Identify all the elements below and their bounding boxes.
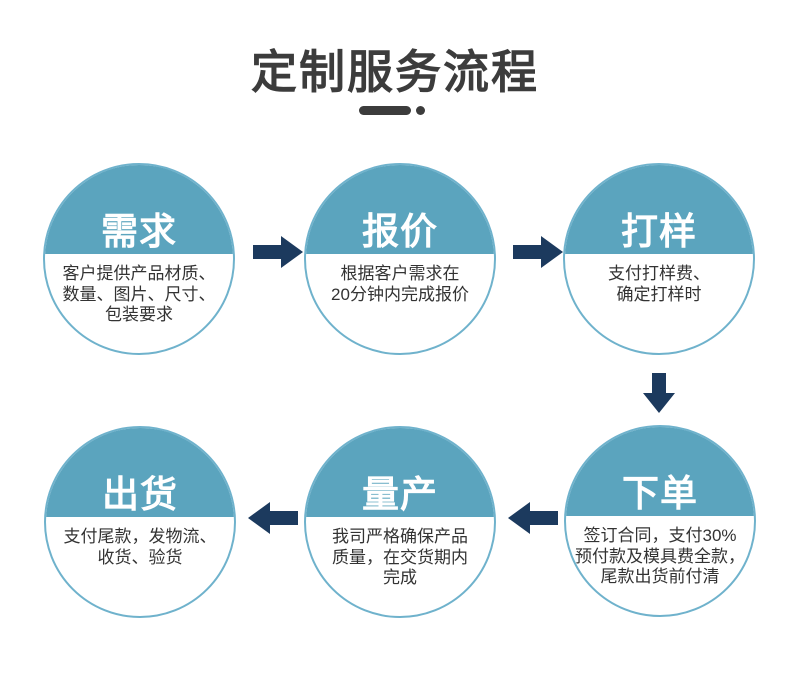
step-description-line: 包装要求 — [105, 305, 173, 325]
page-title: 定制服务流程 — [251, 46, 539, 98]
step-title: 下单 — [622, 473, 698, 514]
step-title: 需求 — [101, 211, 177, 252]
arrow-right-icon — [513, 236, 563, 268]
step-description-line: 20分钟内完成报价 — [331, 284, 469, 304]
step-description: 签订合同，支付30% 预付款及模具费全款， 尾款出货前付清 — [566, 516, 754, 588]
step-description: 客户提供产品材质、 数量、图片、尺寸、 包装要求 — [45, 254, 233, 326]
arrow-down-icon — [643, 373, 675, 413]
step-circle-shipping: 出货 支付尾款，发物流、 收货、验货 — [44, 426, 236, 618]
step-title: 报价 — [362, 211, 438, 252]
arrow-right-icon — [253, 236, 303, 268]
step-circle-sample-header: 打样 — [565, 165, 753, 254]
step-description-line: 支付尾款，发物流、 — [63, 527, 217, 546]
step-description-line: 签订合同，支付30% — [583, 526, 737, 545]
arrow-left-icon — [248, 502, 298, 534]
step-description-line: 支付打样费、 — [608, 264, 710, 283]
title-underline-dot — [416, 106, 425, 115]
step-description-line: 尾款出货前付清 — [600, 567, 720, 587]
arrow-left-icon — [508, 502, 558, 534]
step-description: 支付打样费、 确定打样时 — [565, 254, 753, 305]
step-description-line: 确定打样时 — [616, 284, 702, 304]
step-description: 根据客户需求在 20分钟内完成报价 — [306, 254, 494, 305]
step-description-line: 数量、图片、尺寸、 — [62, 284, 216, 304]
step-circle-quote: 报价 根据客户需求在 20分钟内完成报价 — [304, 163, 496, 355]
step-circle-demand: 需求 客户提供产品材质、 数量、图片、尺寸、 包装要求 — [43, 163, 235, 355]
step-description-line: 收货、验货 — [97, 547, 183, 567]
step-description: 支付尾款，发物流、 收货、验货 — [46, 517, 234, 568]
step-description-line: 我司严格确保产品 — [332, 527, 468, 546]
step-circle-order-header: 下单 — [566, 427, 754, 516]
step-circle-shipping-header: 出货 — [46, 428, 234, 517]
step-title: 量产 — [362, 474, 438, 515]
step-circle-order: 下单 签订合同，支付30% 预付款及模具费全款， 尾款出货前付清 — [564, 425, 756, 617]
step-description-line: 质量，在交货期内 — [332, 547, 468, 567]
step-circle-production-header: 量产 — [306, 428, 494, 517]
step-title: 出货 — [102, 474, 178, 515]
step-description-line: 客户提供产品材质、 — [62, 264, 216, 283]
step-circle-demand-header: 需求 — [45, 165, 233, 254]
title-underline-dash — [359, 106, 411, 115]
step-description-line: 预付款及模具费全款， — [575, 546, 745, 566]
step-circle-production: 量产 我司严格确保产品 质量，在交货期内 完成 — [304, 426, 496, 618]
step-description-line: 完成 — [383, 568, 417, 588]
step-description: 我司严格确保产品 质量，在交货期内 完成 — [306, 517, 494, 589]
step-description-line: 根据客户需求在 — [340, 264, 460, 283]
step-circle-quote-header: 报价 — [306, 165, 494, 254]
step-circle-sample: 打样 支付打样费、 确定打样时 — [563, 163, 755, 355]
step-title: 打样 — [621, 211, 697, 252]
